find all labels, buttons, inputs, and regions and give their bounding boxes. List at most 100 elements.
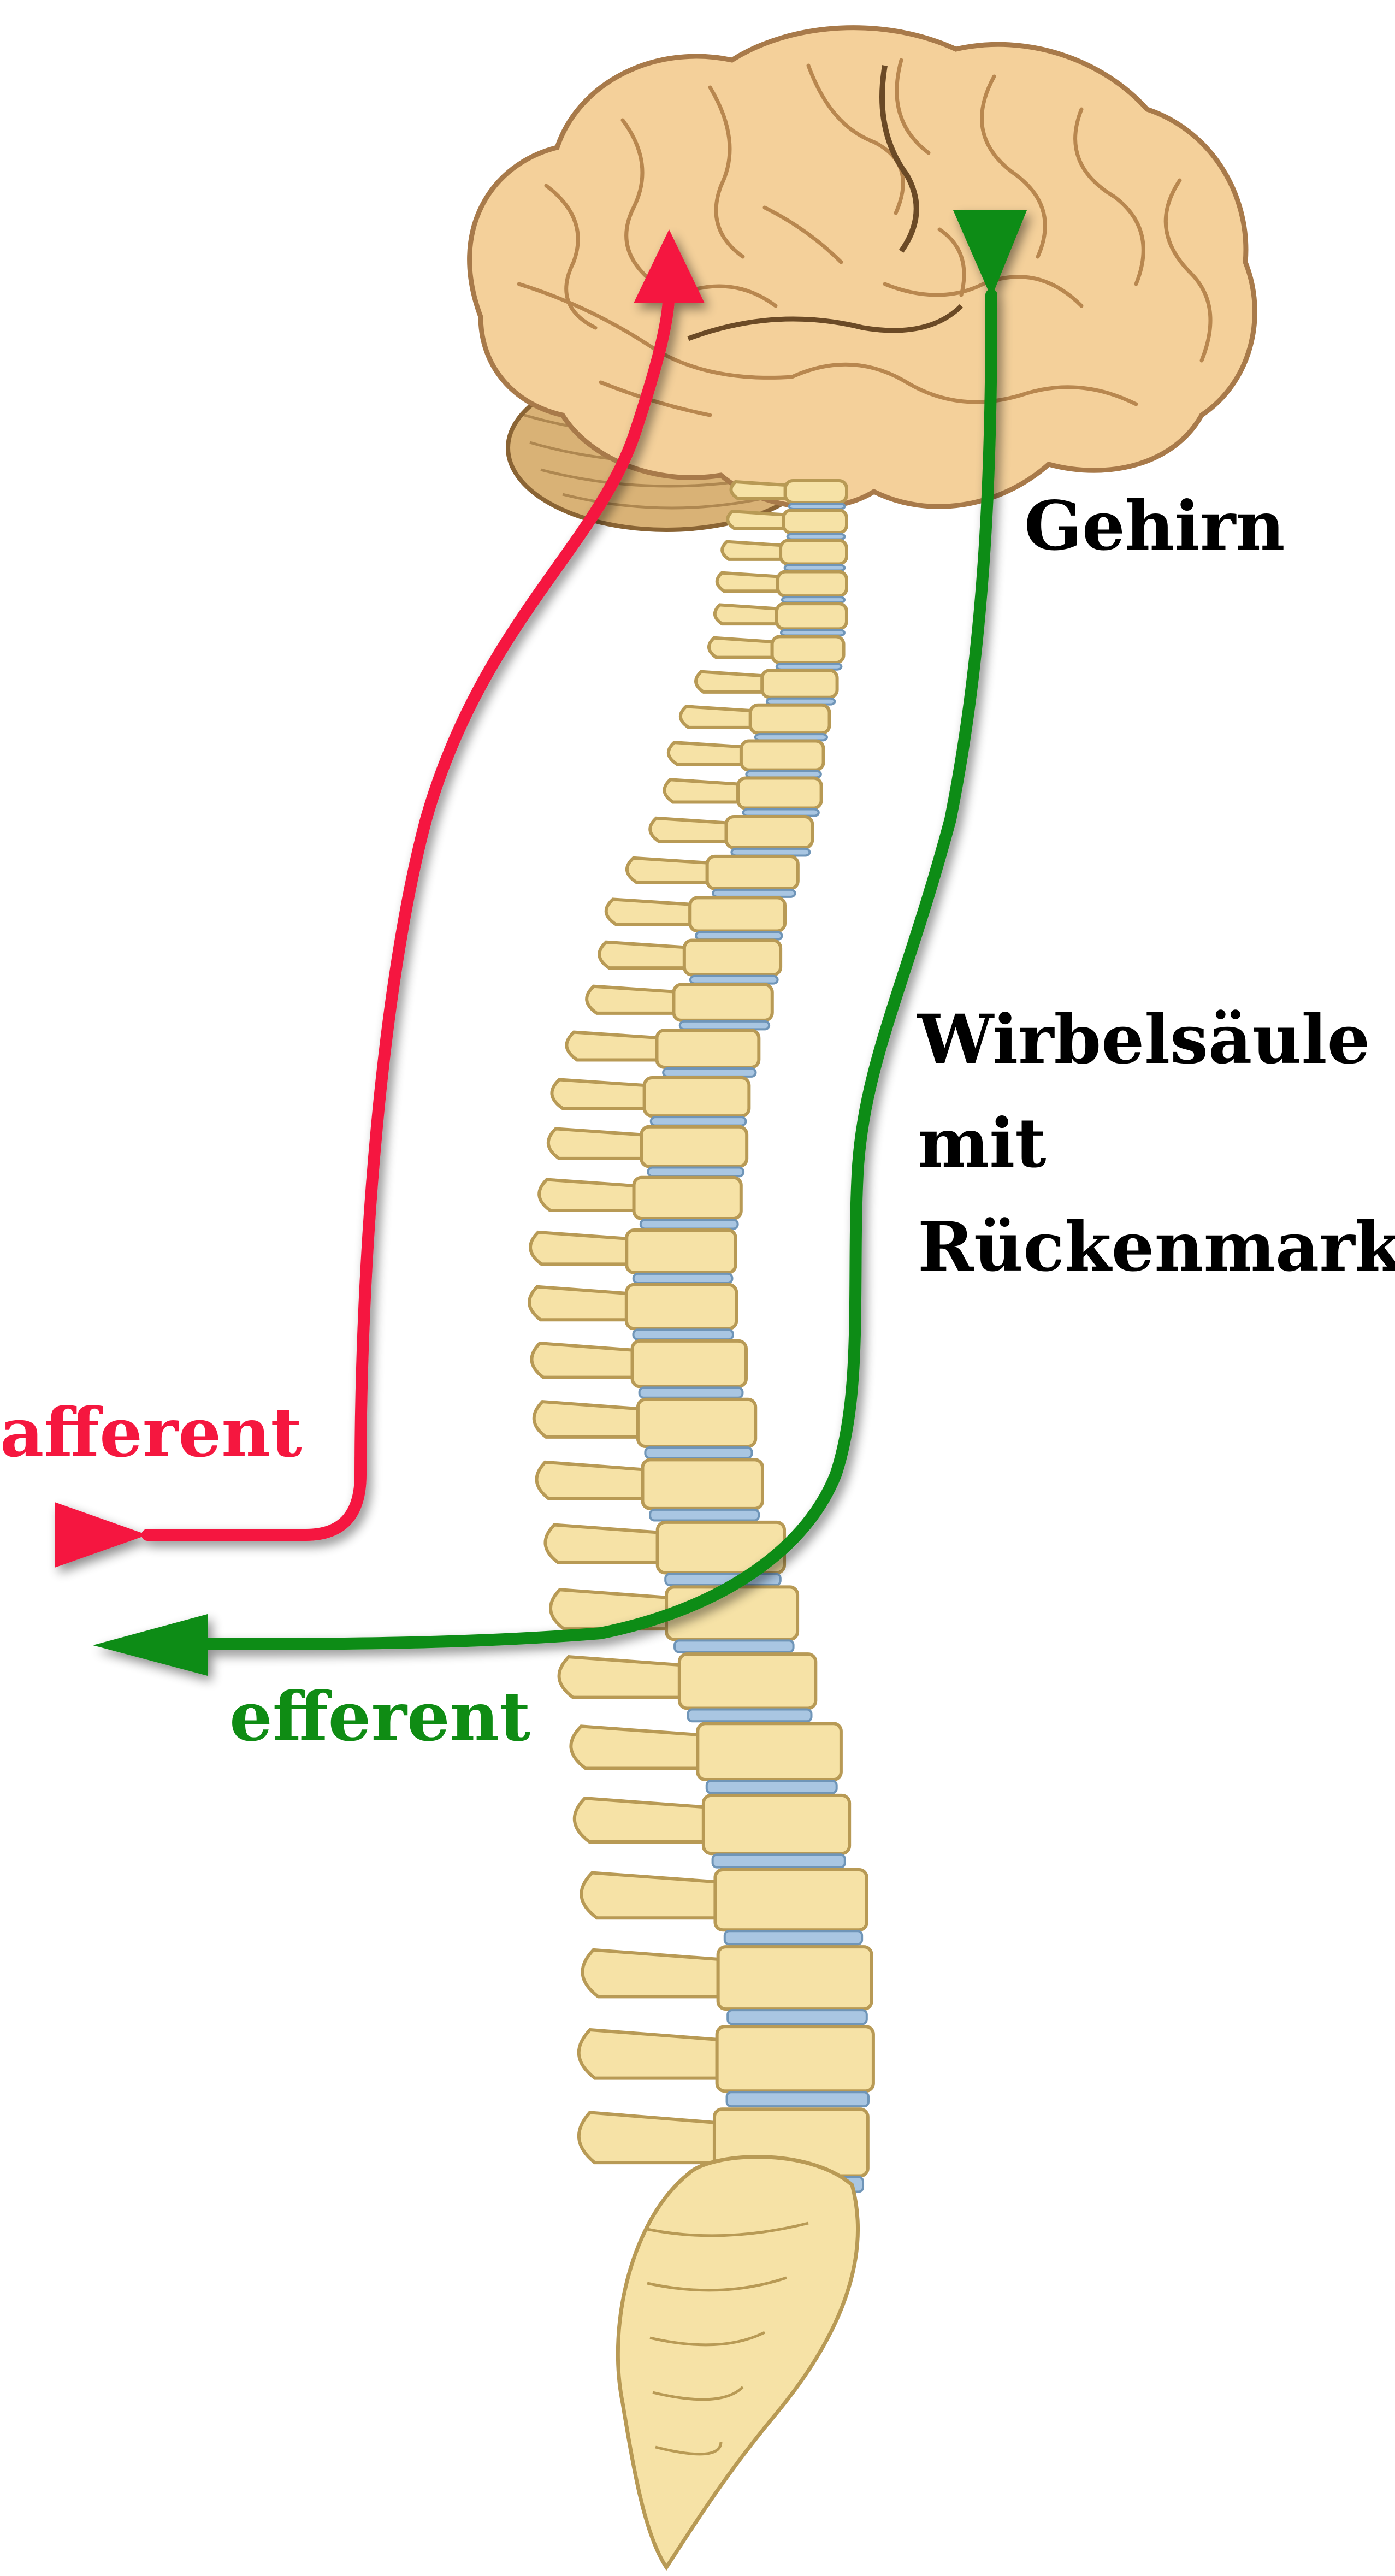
- vertebra-process: [648, 816, 728, 843]
- intervertebral-disc: [781, 596, 846, 604]
- intervertebral-disc: [664, 1573, 782, 1586]
- vertebra-process: [529, 1230, 629, 1266]
- afferent-label: afferent: [0, 1393, 302, 1473]
- afferent-arrowhead-brain: [634, 229, 705, 303]
- efferent-pathway: [93, 210, 1027, 1676]
- sacrum: [616, 2155, 860, 2571]
- vertebra-process: [726, 509, 785, 530]
- vertebra-body: [770, 635, 846, 665]
- vertebra-process: [577, 2111, 716, 2165]
- vertebra-body: [713, 1868, 868, 1932]
- vertebra-body: [625, 1228, 737, 1274]
- vertebra-process: [720, 540, 783, 561]
- vertebra-process: [532, 1399, 640, 1439]
- spine-label-line3: Rückenmark: [918, 1208, 1395, 1287]
- spine-icon: [528, 479, 875, 2571]
- vertebra-body: [636, 1397, 758, 1449]
- vertebra-body: [682, 938, 783, 977]
- vertebra-body: [688, 896, 787, 933]
- intervertebral-disc: [788, 503, 846, 510]
- intervertebral-disc: [779, 629, 846, 637]
- intervertebral-disc: [723, 1930, 864, 1946]
- vertebra-body: [640, 1125, 749, 1168]
- intervertebral-disc: [632, 1272, 734, 1285]
- vertebra-process: [569, 1724, 700, 1770]
- spine-label-line1: Wirbelsäule: [918, 1000, 1370, 1079]
- efferent-label: efferent: [229, 1677, 531, 1757]
- sacrum-ridge: [644, 2221, 809, 2237]
- intervertebral-disc: [775, 663, 843, 671]
- vertebra-body: [782, 509, 848, 535]
- afferent-arrowhead-tail: [55, 1502, 147, 1568]
- intervertebral-disc: [662, 1067, 757, 1078]
- vertebra-body: [716, 1945, 873, 2011]
- intervertebral-disc: [711, 1853, 846, 1869]
- efferent-arrowhead-end: [93, 1614, 208, 1676]
- vertebra-process: [707, 636, 774, 659]
- intervertebral-disc: [639, 1218, 739, 1230]
- vertebra-process: [729, 480, 787, 500]
- vertebra-body: [655, 1029, 761, 1070]
- vertebra-process: [713, 603, 778, 626]
- vertebra-process: [557, 1655, 681, 1699]
- vertebra-process: [535, 1460, 645, 1500]
- sacrum-ridge: [649, 2331, 766, 2347]
- spine-label: Wirbelsäule mit Rückenmark: [918, 1002, 1395, 1314]
- vertebra-process: [604, 897, 692, 926]
- intervertebral-disc: [678, 1020, 771, 1031]
- vertebra-process: [528, 1285, 628, 1322]
- vertebra-body: [739, 739, 825, 772]
- intervertebral-disc: [742, 808, 820, 817]
- sacrum-ridge: [652, 2386, 744, 2401]
- vertebra-process: [581, 1948, 720, 1999]
- vertebra-process: [585, 984, 676, 1015]
- vertebra-process: [694, 670, 764, 694]
- intervertebral-disc: [726, 2009, 868, 2025]
- vertebra-body: [624, 1283, 738, 1331]
- vertebra-body: [783, 479, 848, 504]
- intervertebral-disc: [649, 1508, 760, 1522]
- vertebra-process: [663, 778, 740, 804]
- vertebra-body: [672, 983, 774, 1022]
- sacrum-ridge: [647, 2276, 787, 2292]
- brain-label: Gehirn: [1024, 487, 1285, 566]
- vertebra-body: [760, 669, 839, 699]
- vertebra-body: [632, 1175, 743, 1220]
- cerebrum: [467, 25, 1257, 510]
- vertebra-body: [705, 854, 800, 890]
- intervertebral-disc: [783, 564, 846, 572]
- vertebra-process: [666, 741, 743, 766]
- vertebra-process: [565, 1030, 659, 1062]
- vertebra-body: [715, 2025, 875, 2093]
- vertebra-body: [775, 602, 848, 631]
- vertebra-process: [715, 571, 780, 593]
- vertebra-body: [779, 539, 849, 566]
- intervertebral-disc: [638, 1386, 744, 1399]
- intervertebral-disc: [632, 1328, 734, 1341]
- vertebra-process: [580, 1871, 717, 1920]
- intervertebral-disc: [725, 2091, 870, 2108]
- vertebra-body: [701, 1793, 852, 1856]
- vertebra-body: [736, 776, 823, 810]
- vertebra-body: [724, 814, 814, 849]
- vertebra-process: [537, 1178, 636, 1212]
- afferent-pathway: [55, 229, 705, 1568]
- vertebra-process: [678, 705, 752, 729]
- vertebra-body: [630, 1339, 748, 1389]
- intervertebral-disc: [687, 1708, 813, 1723]
- sacrum-ridge: [655, 2441, 723, 2456]
- efferent-line: [191, 289, 997, 1650]
- vertebra-process: [550, 1078, 646, 1110]
- vertebra-process: [572, 1797, 705, 1844]
- intervertebral-disc: [689, 974, 779, 985]
- intervertebral-disc: [730, 847, 811, 857]
- intervertebral-disc: [649, 1116, 747, 1127]
- vertebra-body: [641, 1458, 764, 1510]
- intervertebral-disc: [786, 533, 846, 541]
- vertebra-body: [748, 703, 831, 735]
- spine-label-line2: mit: [918, 1104, 1047, 1183]
- vertebra-process: [625, 856, 709, 884]
- intervertebral-disc: [644, 1446, 753, 1460]
- intervertebral-disc: [673, 1639, 795, 1653]
